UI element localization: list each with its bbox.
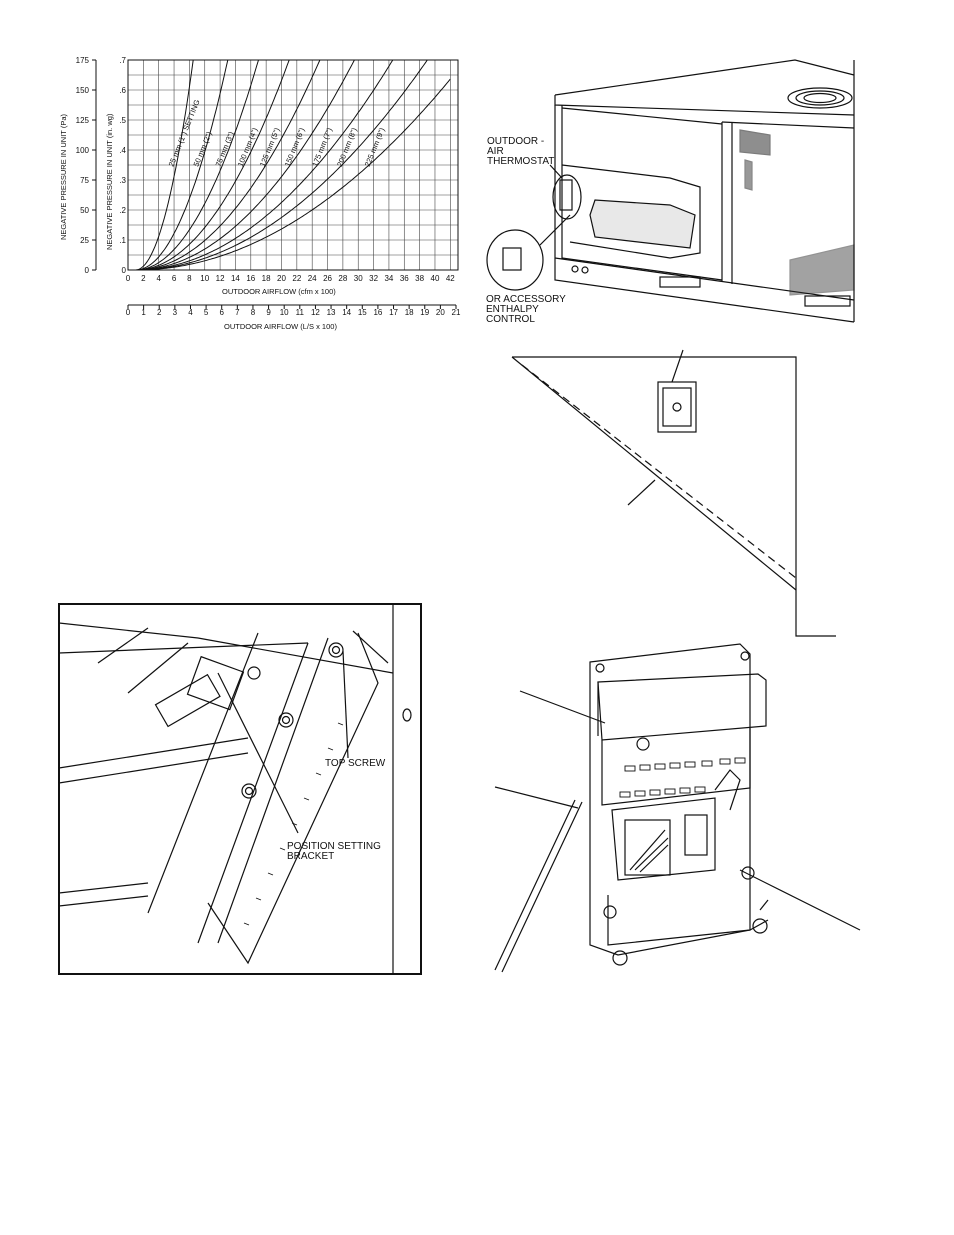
thermostat-mount-illustration — [511, 349, 836, 637]
cfm-tick-label: 4 — [156, 274, 161, 283]
series-label: 200 mm (8") — [335, 126, 359, 168]
inwg-tick-label: .5 — [119, 116, 126, 125]
ls-tick-label: 13 — [327, 308, 336, 317]
series-curve — [135, 59, 229, 271]
inwg-axis: 0 .1 .2 .3 .4 .5 .6 .7 — [119, 56, 126, 275]
damper-illustration — [58, 603, 422, 975]
pa-tick-label: 25 — [80, 236, 89, 245]
series-label: 175 mm (7") — [310, 126, 334, 168]
series-label: 225 mm (9") — [363, 126, 387, 168]
cfm-tick-label: 16 — [246, 274, 255, 283]
ls-tick-label: 20 — [436, 308, 445, 317]
pa-tick-label: 150 — [76, 86, 90, 95]
cfm-tick-label: 40 — [431, 274, 440, 283]
ls-tick-label: 0 — [126, 308, 131, 317]
cfm-tick-label: 42 — [446, 274, 455, 283]
cfm-tick-label: 0 — [126, 274, 131, 283]
chart-curves — [135, 59, 451, 271]
cfm-tick-label: 6 — [172, 274, 177, 283]
ls-tick-label: 10 — [280, 308, 289, 317]
thermostat-label: OUTDOOR - AIR THERMOSTAT — [487, 136, 555, 167]
series-curve — [135, 59, 259, 271]
inwg-tick-label: .1 — [119, 236, 126, 245]
cfm-tick-label: 14 — [231, 274, 240, 283]
series-curve — [135, 59, 394, 271]
ls-tick-label: 15 — [358, 308, 367, 317]
plot-frame — [127, 59, 459, 271]
cfm-tick-label: 2 — [141, 274, 146, 283]
ls-tick-label: 12 — [311, 308, 320, 317]
control-panel-illustration — [494, 643, 861, 973]
cfm-tick-label: 18 — [262, 274, 271, 283]
ls-tick-label: 14 — [342, 308, 351, 317]
x-label-ls: OUTDOOR AIRFLOW (L/S x 100) — [224, 322, 337, 331]
ls-tick-label: 6 — [219, 308, 224, 317]
y-label-pa: NEGATIVE PRESSURE IN UNIT (Pa) — [59, 114, 68, 240]
ls-tick-label: 21 — [452, 308, 461, 317]
ls-tick-label: 5 — [204, 308, 209, 317]
cfm-tick-label: 8 — [187, 274, 192, 283]
cfm-tick-label: 38 — [415, 274, 424, 283]
cfm-tick-label: 12 — [216, 274, 225, 283]
unit-illustration — [486, 59, 855, 323]
cfm-tick-label: 22 — [292, 274, 301, 283]
pa-tick-label: 175 — [76, 56, 90, 65]
inwg-tick-label: .7 — [119, 56, 126, 65]
pa-axis: 0 25 50 75 100 125 150 175 — [76, 56, 97, 275]
inwg-tick-label: .3 — [119, 176, 126, 185]
ls-tick-label: 19 — [420, 308, 429, 317]
cfm-tick-label: 30 — [354, 274, 363, 283]
ls-tick-label: 16 — [373, 308, 382, 317]
inwg-tick-label: .6 — [119, 86, 126, 95]
cfm-tick-label: 28 — [338, 274, 347, 283]
series-curve — [135, 59, 290, 271]
bracket-label: POSITION SETTING BRACKET — [287, 841, 381, 862]
cfm-tick-label: 34 — [384, 274, 393, 283]
series-curve — [135, 59, 355, 271]
top-screw-label: TOP SCREW — [325, 758, 386, 769]
y-label-inwg: NEGATIVE PRESSURE IN UNIT (in. wg) — [105, 113, 114, 250]
cfm-tick-label: 36 — [400, 274, 409, 283]
ls-tick-label: 9 — [266, 308, 271, 317]
series-label: 50 mm (2") — [192, 130, 214, 168]
pa-tick-label: 125 — [76, 116, 90, 125]
pa-tick-label: 75 — [80, 176, 89, 185]
cfm-tick-label: 24 — [308, 274, 317, 283]
enthalpy-label: OR ACCESSORY ENTHALPY CONTROL — [486, 294, 566, 325]
series-curve — [135, 59, 194, 271]
ls-tick-label: 4 — [188, 308, 193, 317]
pa-tick-label: 100 — [76, 146, 90, 155]
pa-tick-label: 50 — [80, 206, 89, 215]
inwg-tick-label: .2 — [119, 206, 126, 215]
ls-tick-label: 7 — [235, 308, 240, 317]
x-label-cfm: OUTDOOR AIRFLOW (cfm x 100) — [222, 287, 336, 296]
series-label: 75 mm (3") — [214, 130, 236, 168]
series-curve — [135, 59, 321, 271]
cfm-tick-label: 20 — [277, 274, 286, 283]
series-curve — [135, 59, 428, 271]
series-label: 125 mm (5") — [258, 126, 282, 168]
inwg-tick-label: .4 — [119, 146, 126, 155]
ls-tick-label: 8 — [251, 308, 256, 317]
series-label: 100 mm (4") — [236, 126, 260, 168]
ls-tick-label: 11 — [296, 308, 305, 317]
cfm-tick-label: 32 — [369, 274, 378, 283]
chart-grid — [127, 59, 459, 271]
ls-tick-label: 3 — [173, 308, 178, 317]
ls-tick-label: 2 — [157, 308, 162, 317]
ls-tick-label: 1 — [141, 308, 146, 317]
inwg-tick-label: 0 — [122, 266, 127, 275]
cfm-tick-label: 10 — [200, 274, 209, 283]
series-curve — [135, 78, 451, 271]
ls-tick-label: 17 — [389, 308, 398, 317]
pa-tick-label: 0 — [85, 266, 90, 275]
ls-tick-label: 18 — [405, 308, 414, 317]
cfm-tick-label: 26 — [323, 274, 332, 283]
